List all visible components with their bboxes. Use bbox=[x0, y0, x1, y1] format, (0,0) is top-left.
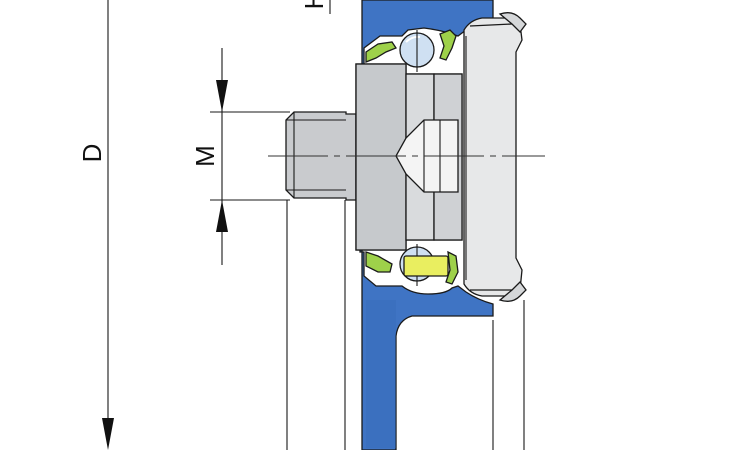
lower-seal-left bbox=[365, 251, 393, 273]
dimension-m-label: M bbox=[190, 145, 220, 167]
end-cap bbox=[463, 12, 527, 302]
upper-seal-right bbox=[439, 29, 457, 61]
dimension-d-arrow bbox=[102, 418, 114, 450]
dimension-d: D bbox=[77, 0, 114, 450]
dimension-h: H bbox=[299, 0, 331, 14]
end-cap-lip-bottom bbox=[498, 281, 527, 302]
lower-seal-right bbox=[445, 250, 459, 285]
housing-arm-shade bbox=[366, 300, 396, 448]
upper-bearing-row bbox=[365, 29, 457, 72]
upper-seal-left bbox=[365, 41, 397, 63]
dimension-m-arrow-top bbox=[216, 80, 228, 112]
dimension-m-arrow-bottom bbox=[216, 200, 228, 232]
upper-ball-highlight bbox=[405, 35, 421, 43]
end-cap-body bbox=[463, 17, 523, 297]
inner-ring bbox=[355, 63, 463, 251]
lower-bearing-row bbox=[365, 244, 459, 286]
dimension-m: M bbox=[190, 48, 290, 265]
dimension-h-label: H bbox=[299, 0, 329, 9]
lower-cage bbox=[403, 255, 449, 277]
end-cap-lip-top bbox=[498, 12, 527, 33]
dimension-d-label: D bbox=[77, 144, 107, 163]
end-cap-outer-rim bbox=[469, 23, 513, 291]
reference-lines bbox=[286, 200, 525, 450]
